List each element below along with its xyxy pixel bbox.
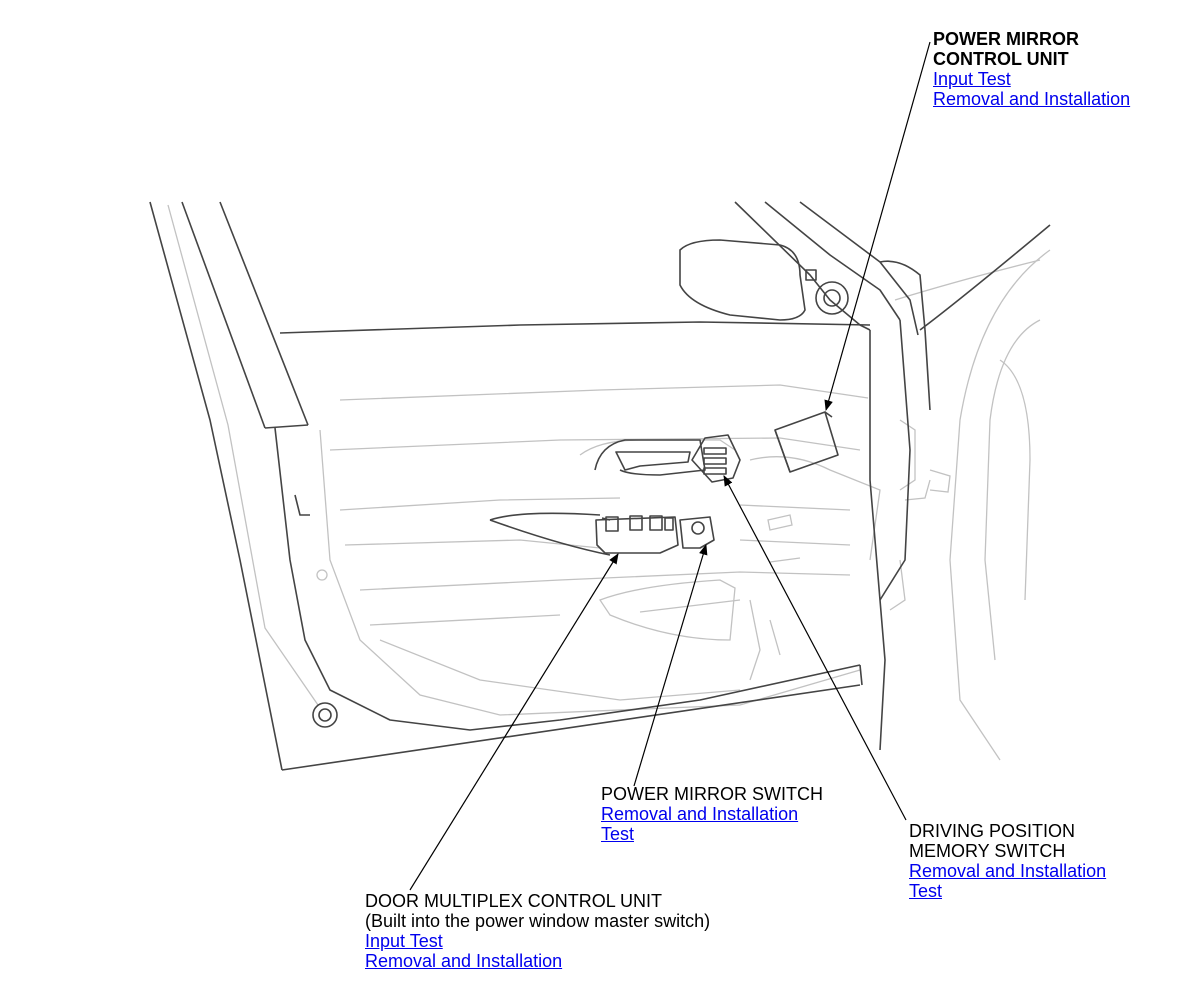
door-trim-light-lines	[167, 204, 1051, 761]
callout-power-mirror-control-unit: POWER MIRROR CONTROL UNIT Input Test Rem…	[933, 29, 1130, 109]
removal-installation-link[interactable]: Removal and Installation	[933, 89, 1131, 109]
removal-installation-link[interactable]: Removal and Installation	[365, 951, 563, 971]
callout-title: DOOR MULTIPLEX CONTROL UNIT	[365, 891, 663, 911]
callout-title: POWER MIRROR	[933, 29, 1079, 49]
callout-title: MEMORY SWITCH	[909, 841, 1066, 861]
leader-driving-position-memory-switch	[723, 475, 907, 821]
removal-installation-link[interactable]: Removal and Installation	[601, 804, 799, 824]
callout-title: DRIVING POSITION	[909, 821, 1076, 841]
callout-power-mirror-switch: POWER MIRROR SWITCH Removal and Installa…	[601, 784, 823, 844]
callout-door-multiplex-control-unit: DOOR MULTIPLEX CONTROL UNIT (Built into …	[365, 891, 710, 971]
leader-lines	[409, 41, 931, 891]
leader-power-mirror-switch	[633, 543, 708, 787]
test-link[interactable]: Test	[601, 824, 635, 844]
input-test-link[interactable]: Input Test	[365, 931, 443, 951]
callout-title: CONTROL UNIT	[933, 49, 1069, 69]
callout-subtitle: (Built into the power window master swit…	[365, 911, 711, 931]
removal-installation-link[interactable]: Removal and Installation	[909, 861, 1107, 881]
leader-power-mirror-control-unit	[824, 41, 931, 412]
callout-title: POWER MIRROR SWITCH	[601, 784, 823, 804]
test-link[interactable]: Test	[909, 881, 943, 901]
leader-door-multiplex-control-unit	[409, 553, 619, 891]
callout-driving-position-memory-switch: DRIVING POSITION MEMORY SWITCH Removal a…	[909, 821, 1106, 901]
input-test-link[interactable]: Input Test	[933, 69, 1011, 89]
door-outline	[149, 201, 1051, 771]
